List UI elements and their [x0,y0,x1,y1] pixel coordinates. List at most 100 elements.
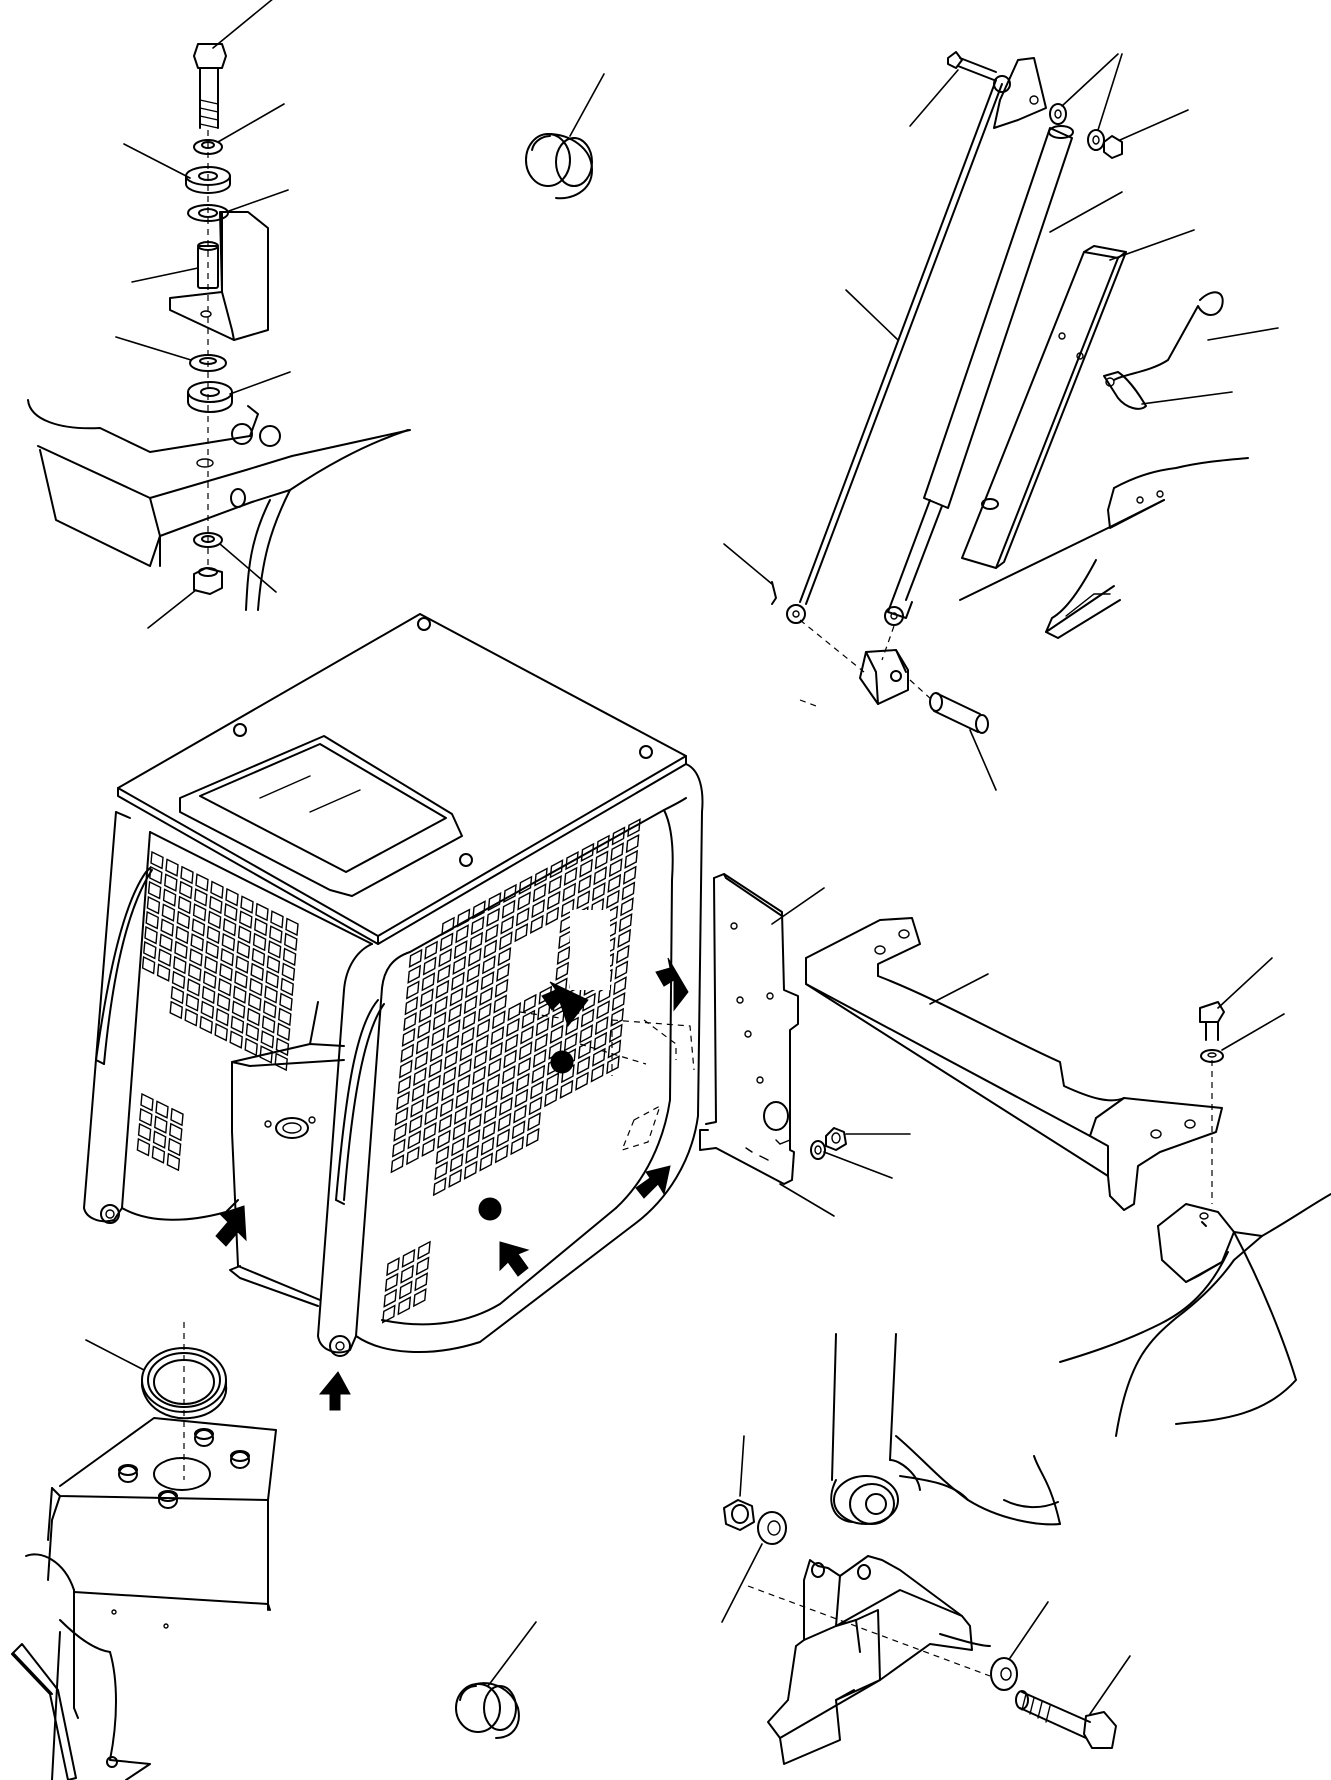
mesh-cell [480,1136,495,1156]
mesh-cell [546,890,561,911]
mesh-cell [160,918,174,937]
mesh-cell [449,987,464,1007]
mesh-cell [250,962,264,982]
nut-under-frame [147,567,223,629]
mesh-cell [470,1081,485,1101]
mesh-cell [432,1011,447,1031]
mesh-cell [596,1000,610,1020]
cotter-pin [723,543,777,605]
mesh-cell [149,865,163,885]
mesh-cell [285,917,299,937]
mesh-cell [607,873,622,894]
mesh-cell [579,1024,594,1044]
mesh-cell [425,1090,440,1110]
bracket-plate-top [993,57,1047,129]
pin-r [1103,371,1233,410]
mesh-cell [167,1137,182,1157]
rod [786,79,1003,624]
guard-frame-front [317,763,704,1357]
mesh-cell [267,940,282,959]
mesh-cell [497,1112,512,1132]
mesh-cell [245,1022,260,1042]
mesh-cell [156,963,171,982]
mesh-cell [576,1055,591,1076]
mesh-cell [422,956,437,976]
mesh-cell [451,1137,465,1157]
mesh-cell [500,1080,515,1101]
mesh-cell [579,858,593,878]
arrow-4 [215,1205,247,1247]
nut-gas [1103,109,1189,159]
mesh-cell [463,994,478,1015]
bolt-gas-top [909,51,997,127]
mesh-cell [501,899,516,919]
mesh-cell [577,874,592,894]
mesh-cell [140,1092,154,1112]
mesh-cell [465,979,479,999]
mesh-cell [559,1079,574,1100]
nut-side [825,1127,911,1151]
mesh-cell [515,1072,530,1093]
mesh-cell [535,1017,550,1037]
mesh-cell [204,955,218,975]
mesh-cell [608,1023,623,1043]
mesh-cell [522,993,537,1014]
nut-pivot [723,1435,755,1531]
wire-loop [1113,291,1279,381]
mesh-cell [205,940,219,960]
mesh-cell [593,866,608,886]
frame-bottom-left [25,1417,277,1780]
mesh-cell [139,1107,153,1127]
cushion-lower [187,371,291,413]
mesh-cell [565,1016,579,1036]
mesh-cell [225,887,239,907]
mesh-cell [400,1264,414,1284]
mesh-cell [462,1010,477,1031]
mesh-cell [513,1104,527,1124]
mesh-cell [486,907,500,928]
mesh-cell [237,925,252,944]
mesh-cell [279,992,293,1012]
mesh-cell [500,915,515,935]
mesh-cell [620,897,634,917]
mesh-cell [269,925,283,944]
mesh-cell [460,1026,475,1046]
mesh-cell [150,850,164,870]
gas-spring-group [723,51,1279,791]
mesh-cell [203,970,217,990]
mesh-left [136,850,299,1172]
bolt-pivot [1015,1655,1131,1749]
mesh-cell [263,1000,277,1019]
mesh-cell [421,1137,436,1158]
mesh-cell [284,932,298,952]
mesh-cell [480,970,495,991]
mesh-cell [483,939,498,959]
mesh-cell [466,963,481,983]
mesh-cell [532,883,547,903]
mesh-cell [164,873,178,892]
mesh-cell [173,955,187,975]
mesh-cell [453,1105,468,1125]
mesh-cell [424,1106,439,1126]
mesh-cell [422,1121,437,1142]
mesh-cell [145,910,159,930]
mesh-cell [606,1055,620,1075]
mesh-cell [438,948,453,968]
washer-cross [1200,1013,1285,1063]
mesh-cell [432,1176,447,1197]
mesh-cell [420,987,434,1008]
mesh-cell [469,931,484,952]
mesh-cell [381,1304,396,1324]
hole-marker-1 [550,1050,574,1074]
mesh-cell [249,977,263,997]
mesh-cell [446,1018,461,1039]
mesh-cell [246,1007,261,1027]
mesh-cell [219,962,233,982]
mesh-cell [252,932,267,952]
frame-right [1059,1193,1331,1437]
mesh-cell [230,1015,245,1034]
mesh-cell [487,1057,502,1077]
mesh-cell [254,917,268,937]
mesh-cell [504,1033,519,1053]
mesh-cell [562,882,577,902]
